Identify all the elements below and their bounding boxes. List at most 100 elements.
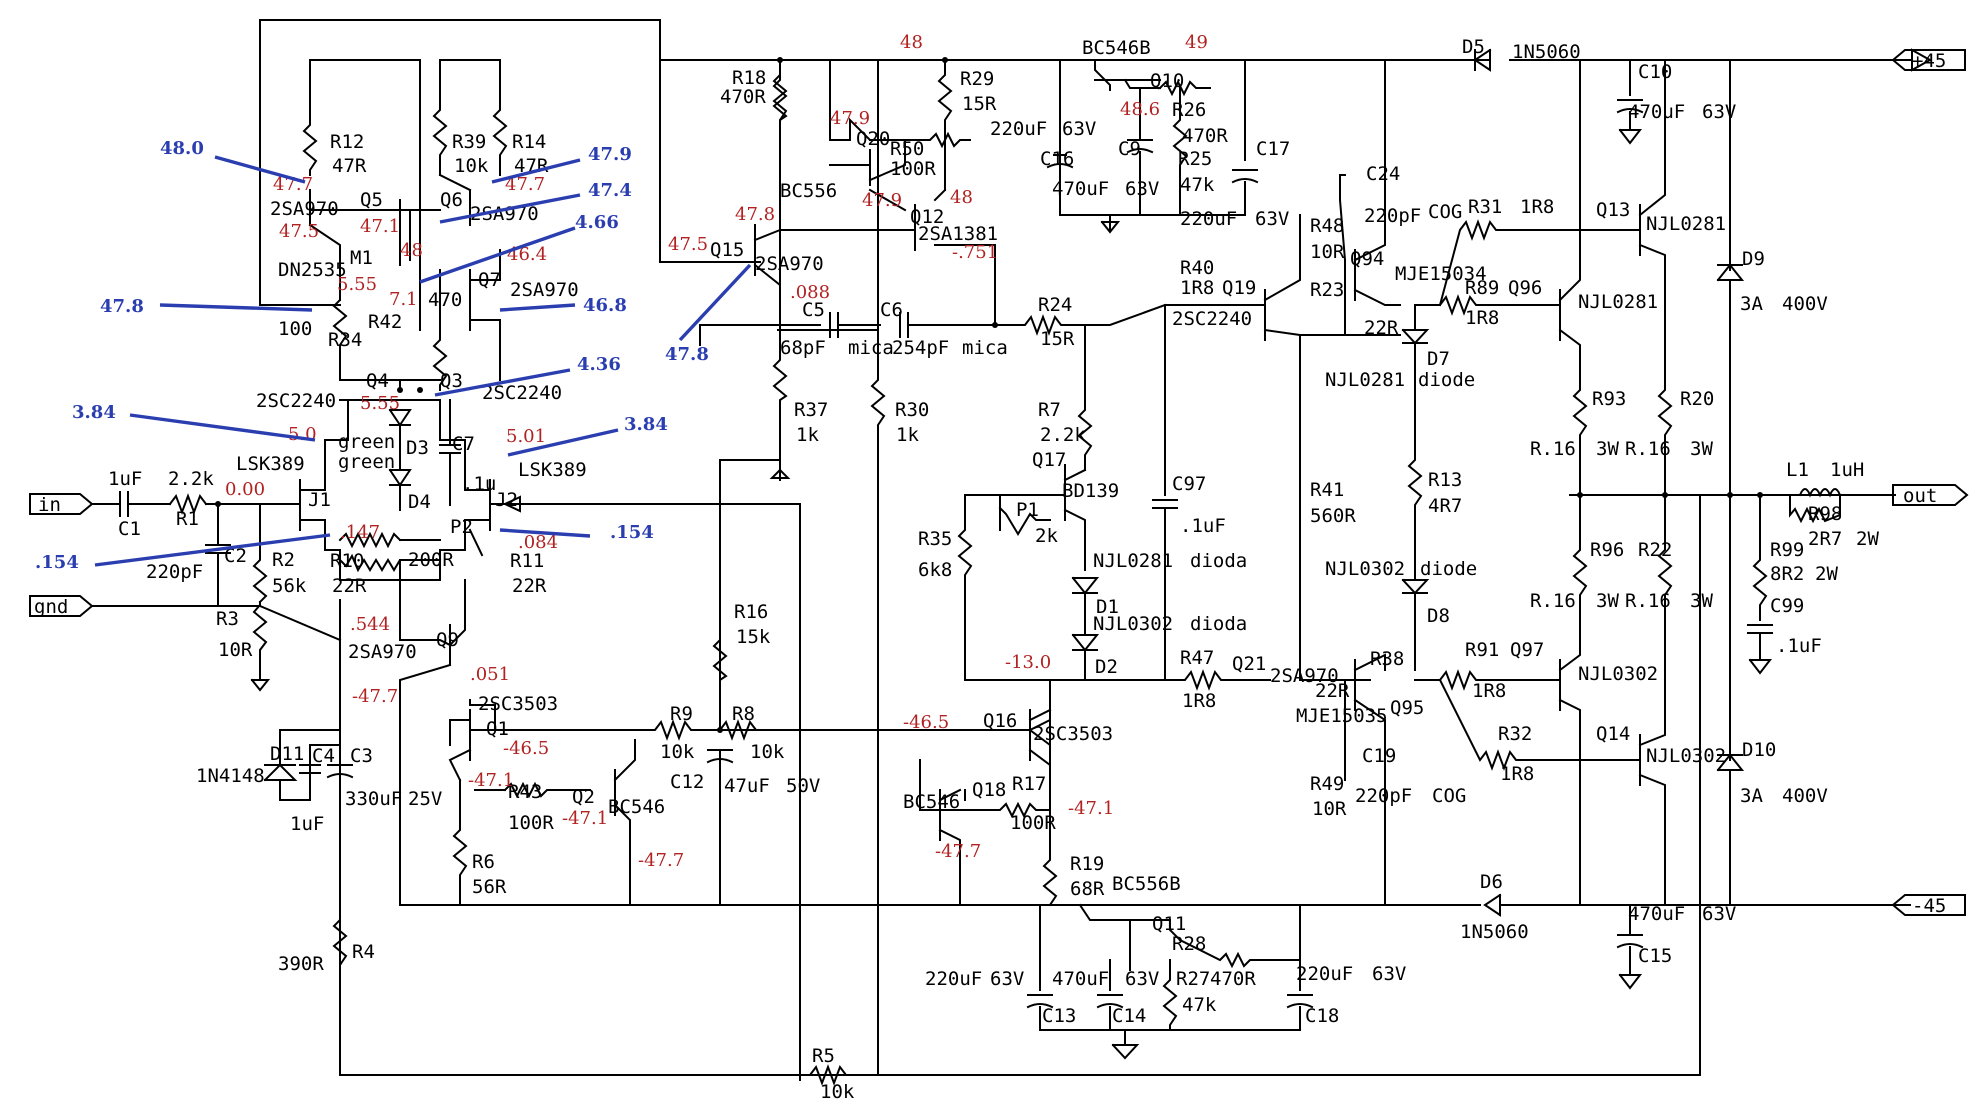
svg-text:470R: 470R — [720, 86, 766, 108]
svg-text:1uF: 1uF — [108, 468, 142, 490]
svg-text:BC556: BC556 — [780, 180, 837, 202]
svg-text:Q4: Q4 — [366, 370, 389, 392]
svg-text:Q10: Q10 — [1150, 70, 1184, 92]
port-in[interactable]: in — [29, 493, 94, 516]
svg-text:0.00: 0.00 — [225, 479, 265, 500]
svg-text:1R8: 1R8 — [1182, 690, 1216, 712]
svg-text:63V: 63V — [1702, 903, 1736, 925]
svg-text:-46.5: -46.5 — [503, 738, 549, 759]
driver-stage — [1164, 59, 1430, 906]
svg-text:MJE15034: MJE15034 — [1395, 263, 1487, 285]
svg-text:2SA970: 2SA970 — [470, 203, 539, 225]
svg-text:mica: mica — [962, 337, 1008, 359]
svg-text:.084: .084 — [518, 532, 558, 553]
svg-text:47k: 47k — [1180, 174, 1215, 196]
svg-text:R49: R49 — [1310, 773, 1344, 795]
svg-text:R13: R13 — [1428, 469, 1462, 491]
svg-text:R42: R42 — [368, 311, 402, 333]
svg-text:48: 48 — [950, 187, 973, 208]
svg-text:R11: R11 — [510, 550, 544, 572]
svg-text:5.55: 5.55 — [337, 274, 377, 295]
port-gnd[interactable]: gnd — [29, 595, 94, 618]
svg-text:dioda: dioda — [1190, 550, 1247, 572]
svg-text:2.2k: 2.2k — [168, 468, 214, 490]
svg-text:220uF: 220uF — [1296, 963, 1353, 985]
svg-text:C5: C5 — [802, 299, 825, 321]
svg-text:1N4148: 1N4148 — [196, 765, 265, 787]
svg-text:NJL0302: NJL0302 — [1093, 613, 1173, 635]
svg-text:470uF: 470uF — [1052, 968, 1109, 990]
svg-text:D10: D10 — [1742, 739, 1776, 761]
input-stage — [91, 399, 801, 1081]
svg-text:47.9: 47.9 — [830, 108, 870, 129]
svg-text:R96: R96 — [1590, 539, 1624, 561]
port-plus45[interactable]: +45 — [1891, 48, 1966, 72]
svg-text:NJL0302: NJL0302 — [1646, 745, 1726, 767]
bottom-feedback — [779, 469, 861, 1086]
svg-text:56k: 56k — [272, 575, 307, 597]
svg-text:47.1: 47.1 — [360, 216, 400, 237]
svg-text:3.84: 3.84 — [624, 414, 668, 435]
port-out[interactable]: out — [1892, 484, 1969, 507]
svg-text:10k: 10k — [750, 741, 785, 763]
svg-text:48: 48 — [400, 240, 423, 261]
svg-text:BC546: BC546 — [903, 791, 960, 813]
current-mirrors — [302, 59, 508, 511]
svg-text:R8: R8 — [732, 703, 755, 725]
svg-text:D5: D5 — [1462, 36, 1485, 58]
svg-text:R5: R5 — [812, 1045, 835, 1067]
svg-text:dioda: dioda — [1190, 613, 1247, 635]
svg-text:22R: 22R — [1315, 680, 1350, 702]
svg-text:C13: C13 — [1042, 1005, 1076, 1027]
svg-text:R19: R19 — [1070, 853, 1104, 875]
svg-text:47.7: 47.7 — [273, 174, 313, 195]
svg-text:47.8: 47.8 — [735, 204, 775, 225]
svg-text:L1: L1 — [1786, 459, 1809, 481]
bottom-middle-stage — [1026, 903, 1314, 1060]
svg-text:-13.0: -13.0 — [1005, 652, 1051, 673]
svg-text:Q6: Q6 — [440, 189, 463, 211]
svg-text:3.84: 3.84 — [72, 402, 116, 423]
svg-text:4R7: 4R7 — [1428, 495, 1462, 517]
svg-text:220pF: 220pF — [1364, 205, 1421, 227]
svg-text:63V: 63V — [1372, 963, 1406, 985]
svg-text:R12: R12 — [330, 131, 364, 153]
svg-text:47.9: 47.9 — [862, 190, 902, 211]
svg-text:63V: 63V — [1125, 968, 1159, 990]
svg-text:7.1: 7.1 — [389, 289, 418, 310]
svg-text:200R: 200R — [408, 549, 454, 571]
svg-text:2SC3503: 2SC3503 — [478, 693, 558, 715]
svg-text:3W: 3W — [1596, 438, 1619, 460]
svg-text:R40: R40 — [1180, 257, 1214, 279]
svg-text:green: green — [338, 431, 395, 453]
svg-text:2SA970: 2SA970 — [1270, 665, 1339, 687]
svg-text:2.2k: 2.2k — [1040, 424, 1086, 446]
svg-text:470uF: 470uF — [1628, 101, 1685, 123]
port-minus45[interactable]: -45 — [1891, 894, 1966, 917]
svg-text:C12: C12 — [670, 771, 704, 793]
svg-text:C7: C7 — [452, 433, 475, 455]
svg-text:BC546: BC546 — [608, 796, 665, 818]
svg-text:M1: M1 — [350, 247, 373, 269]
svg-text:Q7: Q7 — [478, 269, 501, 291]
svg-text:C99: C99 — [1770, 595, 1804, 617]
svg-text:D11: D11 — [270, 743, 304, 765]
svg-text:C4: C4 — [312, 745, 335, 767]
svg-text:Q96: Q96 — [1508, 277, 1542, 299]
svg-text:R.16: R.16 — [1530, 438, 1576, 460]
svg-text:10k: 10k — [454, 155, 489, 177]
svg-text:R89: R89 — [1465, 277, 1499, 299]
svg-text:63V: 63V — [1062, 118, 1096, 140]
svg-text:48: 48 — [900, 32, 923, 53]
svg-text:1R8: 1R8 — [1500, 763, 1534, 785]
svg-text:C16: C16 — [1040, 148, 1074, 170]
svg-text:NJL0302: NJL0302 — [1325, 558, 1405, 580]
svg-text:Q94: Q94 — [1350, 248, 1384, 270]
svg-text:green: green — [338, 451, 395, 473]
svg-text:63V: 63V — [990, 968, 1024, 990]
svg-text:R2: R2 — [272, 549, 295, 571]
svg-text:1R8: 1R8 — [1465, 307, 1499, 329]
svg-text:22R: 22R — [332, 575, 367, 597]
svg-text:Q19: Q19 — [1222, 277, 1256, 299]
svg-text:390R: 390R — [278, 953, 324, 975]
